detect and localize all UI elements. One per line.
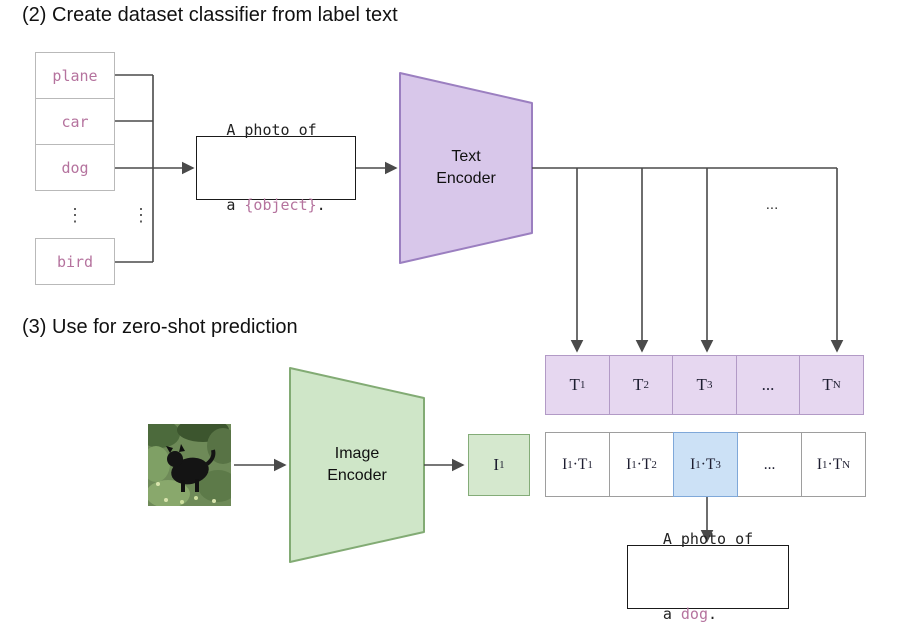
sim2-s1: 1 — [631, 458, 637, 471]
i1-sub: 1 — [499, 459, 505, 471]
label-box-dog: dog — [35, 144, 115, 191]
output-prefix: a — [662, 605, 681, 623]
sim2-p1: I — [626, 455, 632, 473]
simn-s1: 1 — [822, 458, 828, 471]
prompt-prefix: a — [226, 196, 245, 214]
prediction-output-box: A photo of a dog. — [627, 530, 789, 623]
image-encoder-label-line2: Encoder — [327, 467, 387, 484]
t-ellipsis: ... — [761, 375, 775, 394]
label-box-bird: bird — [35, 238, 115, 285]
t3-sub: 3 — [706, 379, 713, 391]
t2-sub: 2 — [643, 379, 649, 391]
simn-p2: ·T — [827, 455, 843, 473]
sim3-s2: 3 — [715, 458, 721, 471]
sim3-s1: 1 — [695, 458, 701, 471]
label-bracket — [115, 74, 195, 263]
t-cell-ellipsis: ... — [735, 355, 801, 415]
sim1-p1: I — [562, 455, 568, 473]
prompt-object-token: {object} — [244, 196, 317, 214]
image-encoder-label: Image Encoder — [290, 443, 424, 487]
output-line-1: A photo of — [662, 530, 754, 548]
t2-base: T — [633, 375, 644, 394]
prompt-suffix: . — [316, 196, 326, 214]
tn-sub: N — [832, 379, 841, 391]
i1-base: I — [493, 455, 500, 474]
simn-p1: I — [816, 455, 823, 473]
t1-sub: 1 — [579, 379, 586, 391]
dog-photo — [148, 424, 231, 506]
sim1-s2: 1 — [587, 458, 593, 471]
label-box-plane: plane — [35, 52, 115, 99]
image-encoder-label-line1: Image — [334, 445, 380, 462]
label-box-car: car — [35, 98, 115, 145]
prompt-line-2: a {object}. — [226, 193, 325, 218]
fanout-ellipsis: ... — [765, 196, 779, 213]
vertical-ellipsis-bracket: ⋮ — [132, 205, 150, 225]
text-encoder-label-line1: Text — [451, 148, 481, 165]
sim2-p2: ·T — [636, 455, 652, 473]
simn-s2: N — [842, 458, 851, 471]
sim3-p1: I — [690, 455, 696, 473]
text-encoder-label-line2: Encoder — [436, 170, 496, 187]
t3-base: T — [696, 375, 707, 394]
section-2-title: (2) Create dataset classifier from label… — [22, 4, 398, 26]
similarity-cell-ellipsis: ... — [737, 432, 802, 497]
output-suffix: . — [708, 605, 718, 623]
section-3-title: (3) Use for zero-shot prediction — [22, 316, 298, 338]
sim2-s2: 2 — [651, 458, 657, 471]
sim1-p2: ·T — [572, 455, 588, 473]
output-predicted-class: dog — [680, 605, 708, 623]
output-line-2: a dog. — [663, 602, 753, 624]
sim3-p2: ·T — [700, 455, 716, 473]
prompt-template-box: A photo of a {object}. — [196, 121, 356, 214]
t1-base: T — [569, 375, 580, 394]
sim-ellipsis: ... — [763, 455, 776, 473]
sim1-s1: 1 — [567, 458, 573, 471]
text-encoder-label: Text Encoder — [400, 146, 532, 190]
prompt-line-1: A photo of — [226, 121, 317, 139]
vertical-ellipsis-labels: ⋮ — [66, 205, 84, 225]
tn-base: T — [822, 375, 833, 394]
